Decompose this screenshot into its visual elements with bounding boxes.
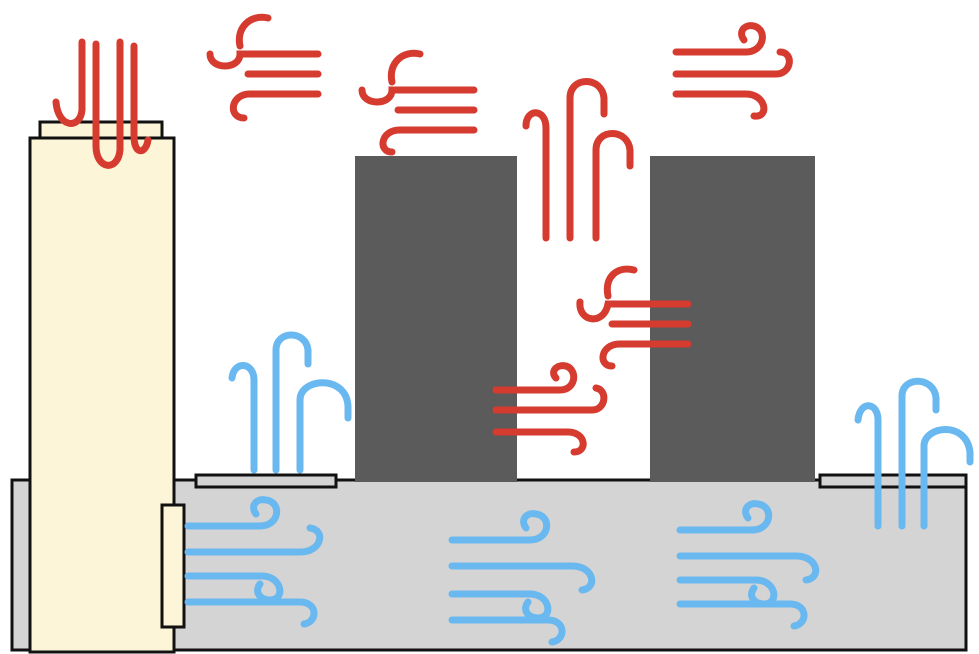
hot-air-flow-icon bbox=[492, 362, 608, 456]
hot-air-flow-icon bbox=[576, 265, 692, 370]
cold-air-flow-icon bbox=[676, 500, 820, 630]
air-handler-unit bbox=[28, 136, 176, 654]
hot-air-rising-icon bbox=[52, 38, 152, 169]
hot-air-flow-icon bbox=[672, 22, 793, 120]
hot-air-flow-icon bbox=[206, 13, 322, 122]
left-floor-vent bbox=[194, 473, 338, 489]
cold-air-flow-icon bbox=[184, 496, 324, 628]
cold-air-rising-icon bbox=[854, 377, 974, 530]
cold-air-rising-icon bbox=[228, 331, 352, 474]
cold-air-flow-icon bbox=[448, 510, 596, 646]
hot-air-flow-icon bbox=[358, 49, 478, 156]
hot-air-rising-icon bbox=[522, 78, 634, 242]
right-floor-vent bbox=[818, 473, 968, 489]
equipment-rack-left bbox=[355, 156, 517, 482]
air-handler-outlet bbox=[160, 503, 186, 629]
equipment-rack-right bbox=[650, 156, 815, 482]
